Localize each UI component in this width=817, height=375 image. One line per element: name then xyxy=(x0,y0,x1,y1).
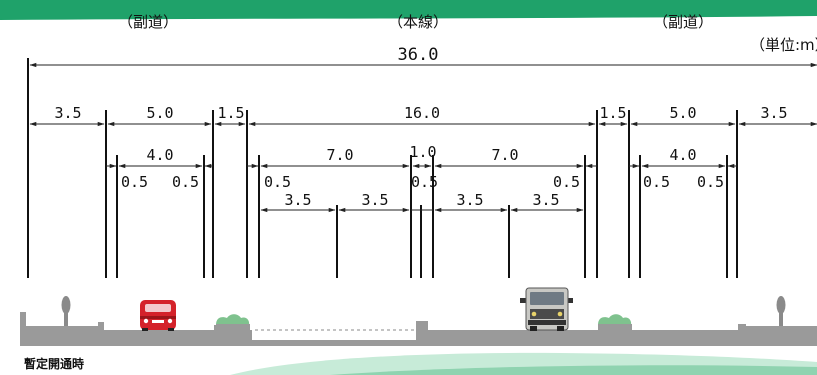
truck-icon xyxy=(520,287,573,331)
dim-shoulder-median: 0.5 xyxy=(411,173,438,191)
dim-lane-3: 3.5 xyxy=(456,191,483,209)
dim-left-separator: 1.5 xyxy=(217,104,244,122)
tree-icon xyxy=(61,296,71,326)
dim-roadway-right: 7.0 xyxy=(491,146,518,164)
dim-left-inner: 4.0 xyxy=(146,146,173,164)
road-cross-section xyxy=(20,312,817,346)
hedge-icon xyxy=(216,314,250,330)
dim-median: 1.0 xyxy=(409,143,436,161)
total-width-label: 36.0 xyxy=(398,45,439,65)
dim-right-margin-b: 0.5 xyxy=(697,173,724,191)
dim-right-inner: 4.0 xyxy=(669,146,696,164)
dim-right-outer: 3.5 xyxy=(760,104,787,122)
extension-lines xyxy=(27,58,738,278)
side-road-right-label: （副道） xyxy=(653,13,713,31)
dim-shoulder-right: 0.5 xyxy=(553,173,580,191)
decorative-swoosh-accent xyxy=(330,365,817,375)
dim-roadway-left: 7.0 xyxy=(326,146,353,164)
unit-label: （単位:m） xyxy=(750,36,817,54)
dim-left-margin-b: 0.5 xyxy=(172,173,199,191)
dim-left-sidewalk: 5.0 xyxy=(146,104,173,122)
side-road-left-label: （副道） xyxy=(118,13,178,31)
dim-left-outer: 3.5 xyxy=(54,104,81,122)
dim-right-separator: 1.5 xyxy=(599,104,626,122)
header-bar xyxy=(0,0,817,20)
dim-lane-1: 3.5 xyxy=(284,191,311,209)
main-line-label: （本線） xyxy=(388,13,448,31)
dim-right-margin-a: 0.5 xyxy=(643,173,670,191)
dim-main: 16.0 xyxy=(404,104,440,122)
caption: 暫定開通時 xyxy=(24,356,84,371)
dim-lane-2: 3.5 xyxy=(361,191,388,209)
dim-left-margin-a: 0.5 xyxy=(121,173,148,191)
hedge-icon xyxy=(598,314,632,330)
dim-right-sidewalk: 5.0 xyxy=(669,104,696,122)
tree-icon xyxy=(776,296,786,326)
car-icon xyxy=(140,300,176,331)
dim-lane-4: 3.5 xyxy=(532,191,559,209)
dim-shoulder-left: 0.5 xyxy=(264,173,291,191)
